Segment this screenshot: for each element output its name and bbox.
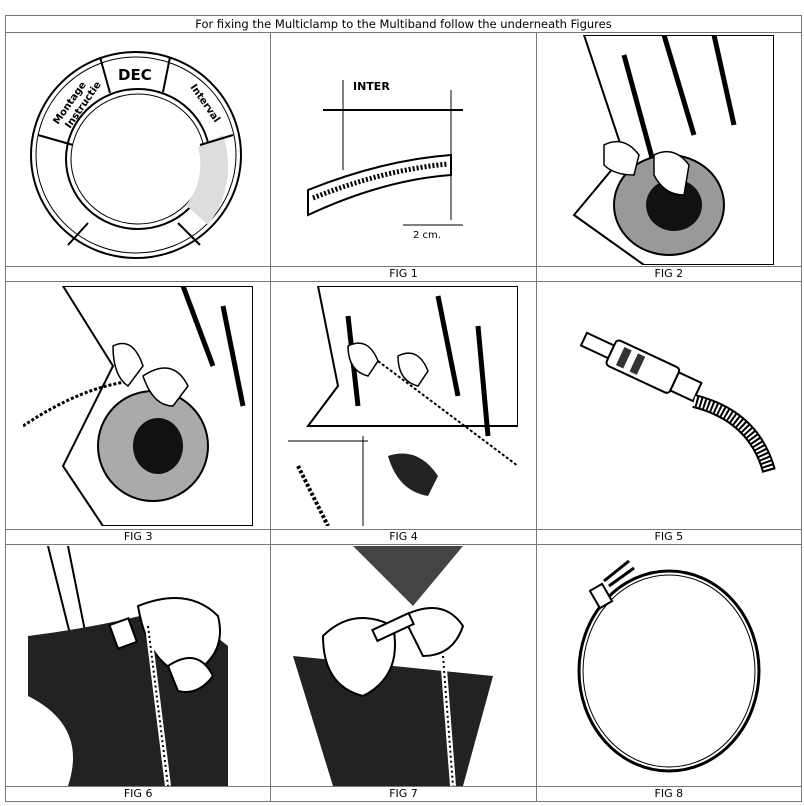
figure-caption: FIG 5 [535,529,803,545]
figure-3-image [4,281,272,530]
figure-7-image [270,544,537,787]
cm-label: 2 cm. [413,230,441,240]
figure-1-image: INTER 2 cm. [270,32,537,267]
figure-caption: FIG 7 [270,786,537,802]
table-title: For fixing the Multiclamp to the Multiba… [5,15,802,33]
figure-8-image [535,544,803,787]
figures-table: For fixing the Multiclamp to the Multiba… [4,15,803,802]
figure-caption: FIG 1 [270,266,537,282]
figure-caption: FIG 3 [4,529,272,545]
figure-4-image [270,281,537,530]
inter-label: INTER [353,80,390,93]
figure-caption: FIG 8 [535,786,803,802]
figure-caption: FIG 6 [4,786,272,802]
figure-5-image [535,281,803,530]
figure-6-image [4,544,272,787]
dec-label: DEC [118,66,152,84]
figure-caption: FIG 4 [270,529,537,545]
figure-caption: FIG 2 [535,266,803,282]
figure-ring-diagram: DEC Montage Instructie Interval [4,32,272,267]
figure-2-image [535,32,803,267]
figure-caption [4,266,272,282]
